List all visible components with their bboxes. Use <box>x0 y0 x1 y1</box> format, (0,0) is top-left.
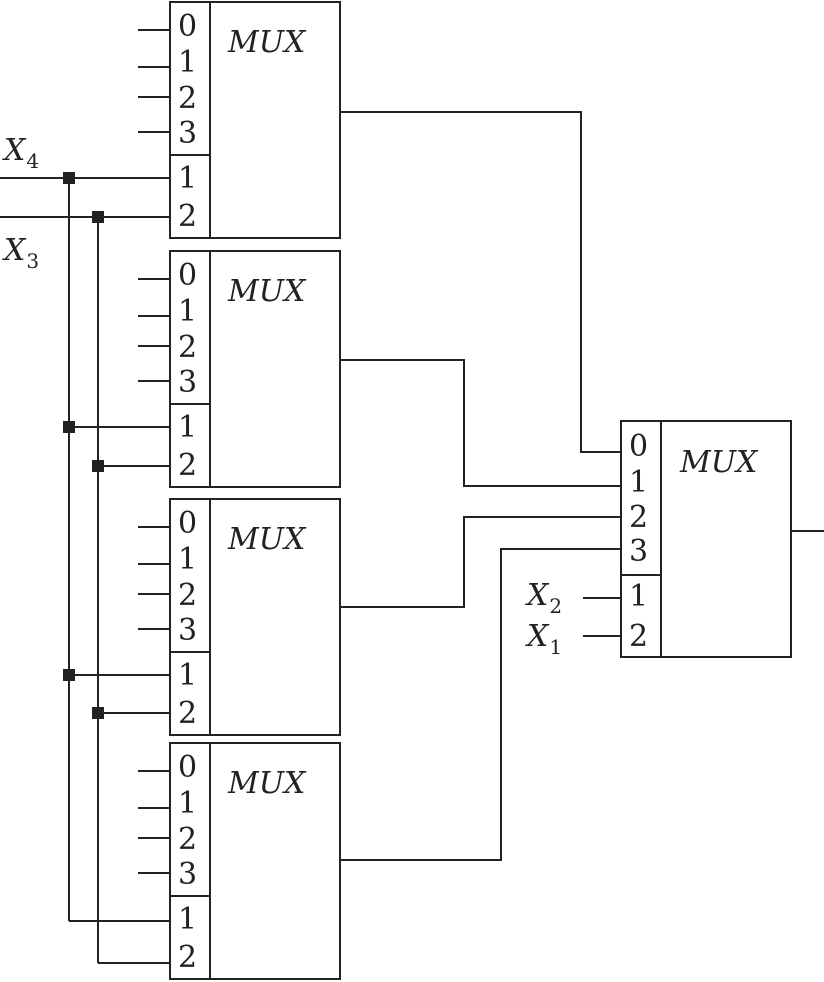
mux-4-data-input-1: 1 <box>178 786 197 821</box>
mux-output-data-input-2: 2 <box>629 500 648 535</box>
x3-label: X3 <box>2 233 39 273</box>
mux-3-select-input-2: 2 <box>178 696 197 731</box>
select-bus <box>0 172 170 964</box>
wire-mux4-to-output-3 <box>340 548 621 861</box>
mux-1-data-input-2: 2 <box>178 81 197 116</box>
mux-2-data-input-3: 3 <box>178 365 197 400</box>
mux-4-data-input-3: 3 <box>178 857 197 892</box>
wire-mux1-to-output-0 <box>340 111 621 453</box>
mux-output-select-input-1: 1 <box>629 579 648 614</box>
mux-1-title: MUX <box>227 25 307 60</box>
mux-2-data-input-1: 1 <box>178 294 197 329</box>
junction-dot <box>63 421 75 433</box>
mux-4-data-input-0: 0 <box>178 750 197 785</box>
mux-4-select-input-1: 1 <box>178 902 197 937</box>
mux-4-select-input-2: 2 <box>178 940 197 975</box>
mux-4-title: MUX <box>227 766 307 801</box>
junction-dot <box>92 460 104 472</box>
mux-2-title: MUX <box>227 274 307 309</box>
mux-1-data-input-3: 3 <box>178 116 197 151</box>
mux-4-data-input-2: 2 <box>178 822 197 857</box>
mux-4: MUX 0 1 2 3 1 2 <box>138 742 341 980</box>
junction-dot <box>92 211 104 223</box>
output-select-wires <box>583 597 621 637</box>
mux-3-data-input-3: 3 <box>178 613 197 648</box>
wire-mux2-to-output-1 <box>340 359 621 487</box>
mux-1: MUX 0 1 2 3 1 2 <box>138 1 341 239</box>
mux-1-select-input-1: 1 <box>178 161 197 196</box>
mux-2-data-input-0: 0 <box>178 258 197 293</box>
junction-dot <box>92 707 104 719</box>
mux-output: MUX 0 1 2 3 1 2 <box>620 420 824 658</box>
mux-output-data-input-0: 0 <box>629 429 648 464</box>
mux-output-title: MUX <box>679 445 759 480</box>
mux-2-select-input-2: 2 <box>178 448 197 483</box>
mux-3-select-input-1: 1 <box>178 658 197 693</box>
mux-output-data-input-3: 3 <box>629 534 648 569</box>
mux-3: MUX 0 1 2 3 1 2 <box>138 498 341 736</box>
mux-1-select-input-2: 2 <box>178 199 197 234</box>
x1-label: X1 <box>525 619 562 659</box>
mux-connections <box>340 111 621 861</box>
mux-output-data-input-1: 1 <box>629 465 648 500</box>
x4-label: X4 <box>2 133 39 173</box>
mux-1-data-input-0: 0 <box>178 9 197 44</box>
mux-3-data-input-2: 2 <box>178 578 197 613</box>
x2-label: X2 <box>525 578 562 618</box>
junction-dot <box>63 172 75 184</box>
mux-1-data-input-1: 1 <box>178 45 197 80</box>
mux-3-data-input-0: 0 <box>178 506 197 541</box>
mux-2-select-input-1: 1 <box>178 410 197 445</box>
junction-dot <box>63 669 75 681</box>
mux-2-data-input-2: 2 <box>178 330 197 365</box>
wire-mux3-to-output-2 <box>340 516 621 608</box>
mux-2: MUX 0 1 2 3 1 2 <box>138 250 341 488</box>
mux-3-title: MUX <box>227 522 307 557</box>
mux-3-data-input-1: 1 <box>178 542 197 577</box>
mux-output-select-input-2: 2 <box>629 619 648 654</box>
